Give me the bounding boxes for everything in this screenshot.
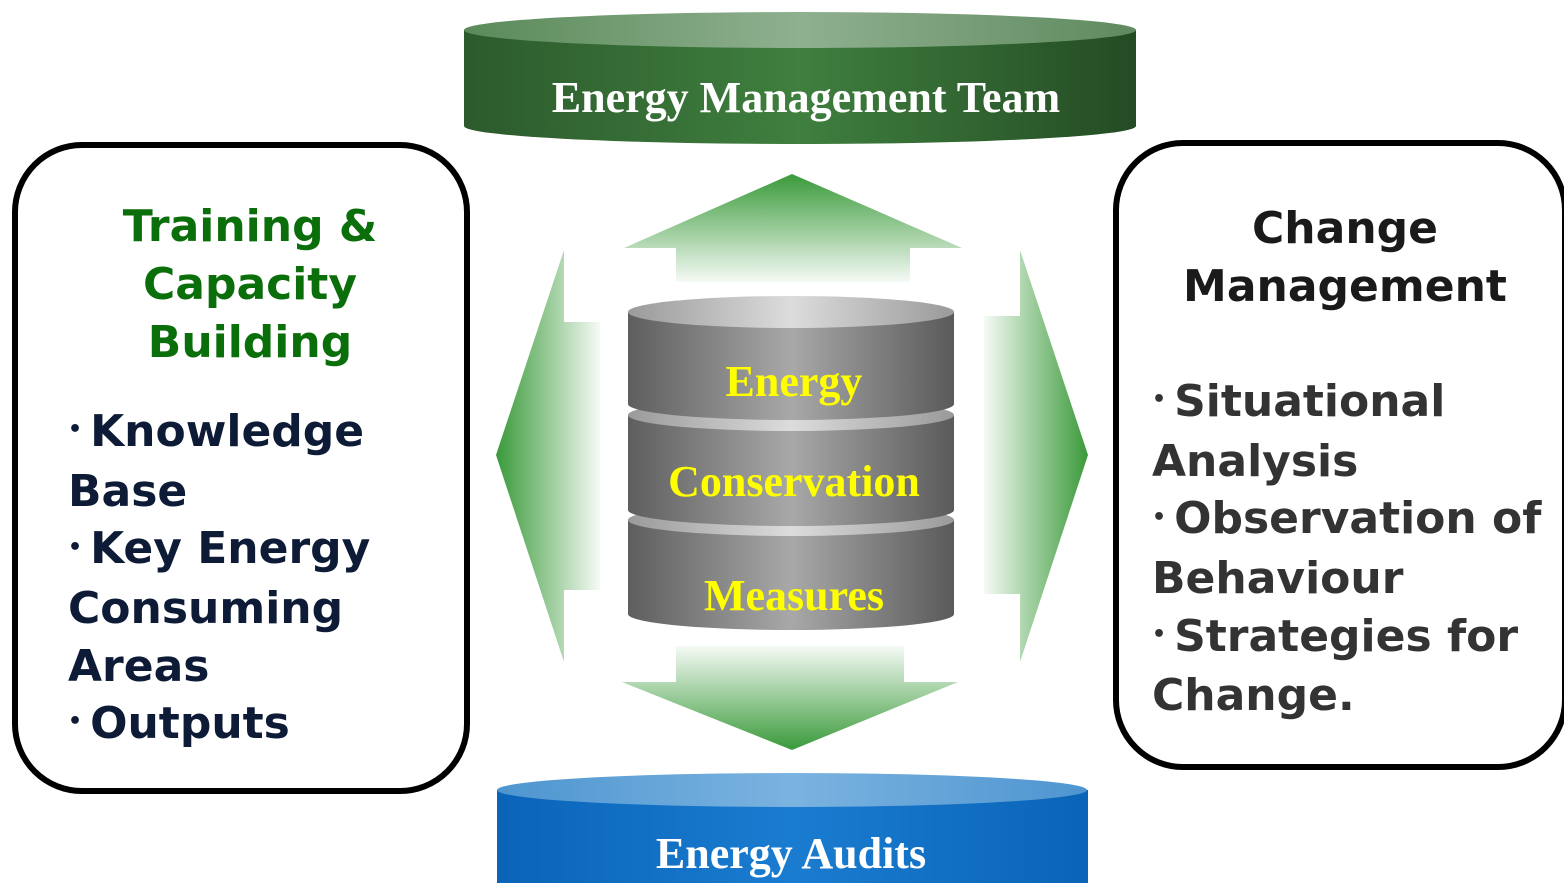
list-item-text: Observation of Behaviour <box>1152 493 1542 604</box>
center-line-measures: Measures <box>704 571 884 620</box>
bullet-icon: • <box>1152 387 1167 413</box>
list-item-text: Key Energy Consuming Areas <box>68 523 371 692</box>
change-management-list: •Situational Analysis •Observation of Be… <box>1152 373 1552 725</box>
top-disc: Energy Management Team <box>464 12 1136 144</box>
training-box-list: •Knowledge Base •Key Energy Consuming Ar… <box>68 403 468 755</box>
training-box <box>12 142 470 794</box>
change-management-box <box>1113 140 1564 770</box>
bullet-icon: • <box>68 417 83 443</box>
list-item-text: Outputs <box>90 698 290 749</box>
training-box-title: Training & Capacity Building <box>122 201 378 368</box>
list-item: • Outputs <box>68 695 468 755</box>
list-item-text: Situational Analysis <box>1152 376 1446 487</box>
bullet-icon: • <box>1152 621 1167 647</box>
center-stack: Energy Conservation Measures <box>628 296 954 630</box>
list-item-text: Knowledge Base <box>68 406 365 517</box>
left-arrow <box>496 250 600 662</box>
down-arrow <box>622 646 958 750</box>
list-item: •Key Energy Consuming Areas <box>68 520 468 695</box>
list-item: •Situational Analysis <box>1152 373 1552 490</box>
bullet-icon: • <box>68 709 83 735</box>
bullet-icon: • <box>68 534 83 560</box>
center-line-energy: Energy <box>726 357 863 406</box>
top-disc-label: Energy Management Team <box>552 73 1060 122</box>
up-arrow <box>624 174 962 282</box>
bottom-disc: Energy Audits <box>497 773 1088 883</box>
list-item: •Knowledge Base <box>68 403 468 520</box>
center-line-conservation: Conservation <box>668 457 920 506</box>
right-arrow <box>984 250 1088 662</box>
list-item: •Observation of Behaviour <box>1152 490 1552 607</box>
bullet-icon: • <box>1152 504 1167 530</box>
change-management-title: Change Management <box>1183 203 1507 312</box>
list-item-text: Strategies for Change. <box>1152 610 1519 722</box>
list-item: •Strategies for Change. <box>1152 608 1552 725</box>
bottom-disc-label: Energy Audits <box>656 829 926 878</box>
